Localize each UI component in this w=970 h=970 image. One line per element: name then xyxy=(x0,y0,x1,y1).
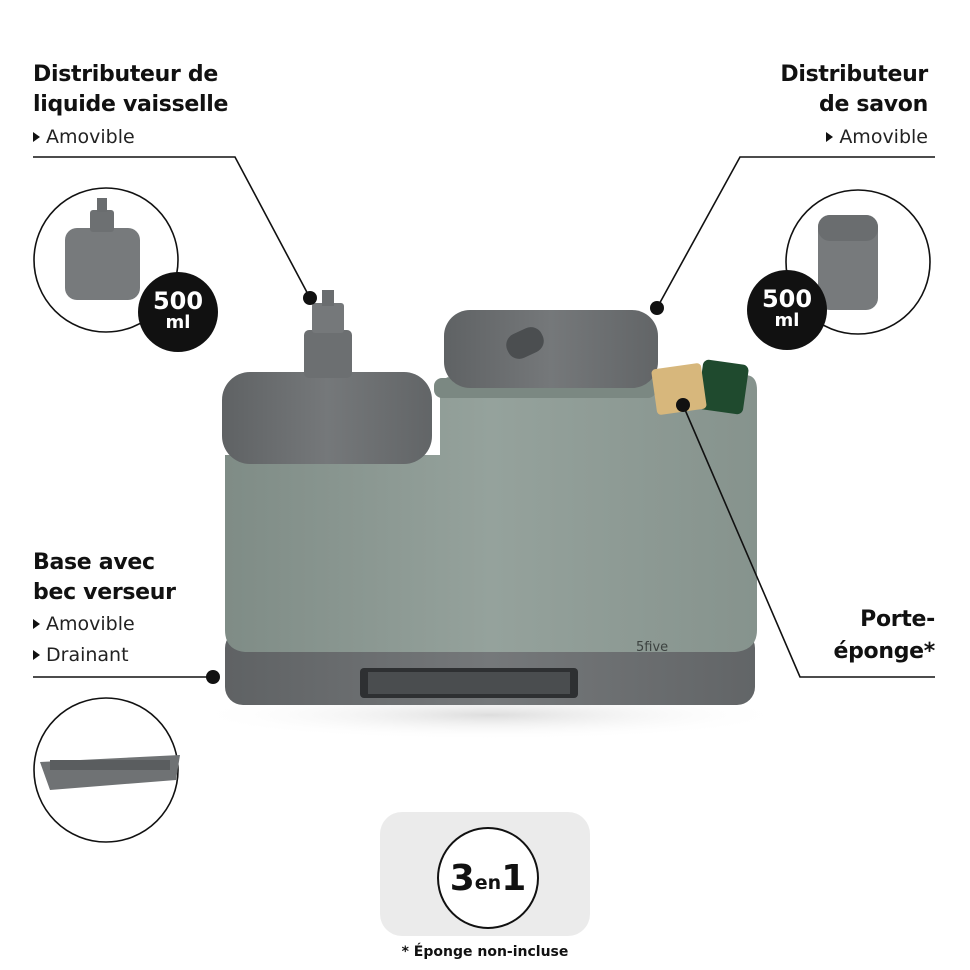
detail-soap-dispenser xyxy=(818,215,878,310)
base-feature-1: Amovible xyxy=(33,609,135,640)
soap-dispenser-feature: Amovible xyxy=(826,122,928,153)
dish-dispenser-title-1: Distributeur de xyxy=(33,62,218,87)
triangle-bullet-icon xyxy=(33,650,40,660)
triangle-bullet-icon xyxy=(33,619,40,629)
leader-lines xyxy=(33,156,935,678)
detail-dish-bottle xyxy=(65,198,140,300)
sponge-holder-body xyxy=(225,375,757,652)
soap-dispenser xyxy=(434,310,658,398)
base-feature-2: Drainant xyxy=(33,640,129,671)
soap-dispenser-title-1: Distributeur xyxy=(780,62,928,87)
brand-logo: 5five xyxy=(636,640,669,655)
footnote: * Éponge non-incluse xyxy=(401,944,569,960)
sponge-holder-title-2: éponge* xyxy=(833,639,935,664)
triangle-bullet-icon xyxy=(826,132,834,142)
base-title-2: bec verseur xyxy=(33,580,176,605)
base-title-1: Base avec xyxy=(33,550,155,575)
dish-soap-bottle xyxy=(222,290,432,464)
sponge xyxy=(651,359,749,415)
triangle-bullet-icon xyxy=(33,132,40,142)
detail-tray xyxy=(40,755,180,790)
soap-dispenser-title-2: de savon xyxy=(819,92,928,117)
sponge-holder-title-1: Porte- xyxy=(860,607,935,632)
dish-dispenser-title-2: liquide vaisselle xyxy=(33,92,229,117)
dish-dispenser-feature: Amovible xyxy=(33,122,135,153)
